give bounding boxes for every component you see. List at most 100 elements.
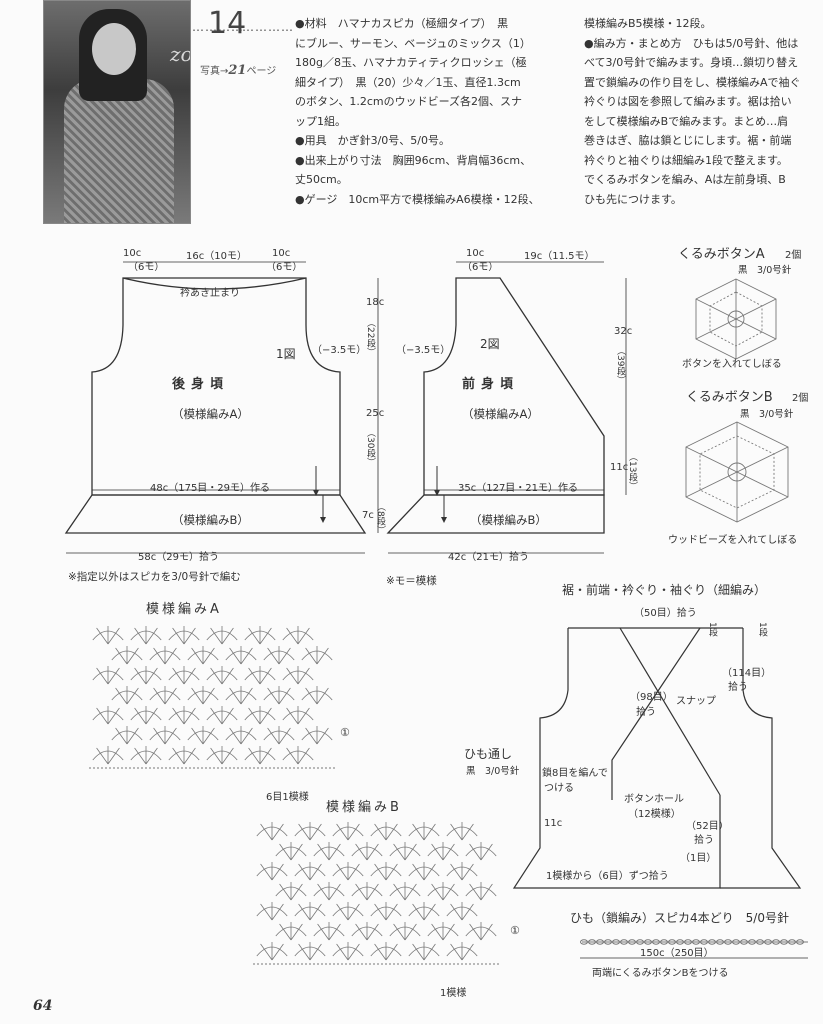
stitch-fan bbox=[282, 626, 314, 645]
button-b-yarn: 黒 3/0号針 bbox=[740, 408, 794, 420]
back-top-left-sub: （6モ） bbox=[128, 261, 164, 273]
chain-stitch bbox=[700, 939, 708, 945]
stitch-fan bbox=[244, 706, 276, 725]
page-number: 64 bbox=[33, 998, 53, 1014]
stitch-fan bbox=[225, 646, 257, 665]
stitch-fan bbox=[446, 862, 478, 881]
back-top-left: 10c bbox=[123, 248, 141, 259]
stitch-fan bbox=[294, 902, 326, 921]
back-neck-note: 衿あき止まり bbox=[180, 286, 240, 299]
stitch-fan bbox=[130, 626, 162, 645]
finish-arm-pick: （114目） bbox=[722, 667, 771, 679]
chain-stitch bbox=[588, 939, 596, 945]
back-h3-sub: （8段） bbox=[375, 502, 386, 535]
finish-arm-pick2: 拾う bbox=[728, 680, 748, 693]
stitch-fan bbox=[408, 942, 440, 961]
stitch-fan bbox=[332, 822, 364, 841]
back-dec: （−3.5モ） bbox=[312, 344, 366, 356]
back-top-right-sub: （6モ） bbox=[266, 261, 302, 273]
stitch-fan bbox=[301, 726, 333, 745]
button-a-title: くるみボタンA bbox=[678, 247, 765, 262]
stitch-fan bbox=[275, 842, 307, 861]
stitch-fan bbox=[351, 882, 383, 901]
stitch-fan bbox=[351, 842, 383, 861]
finish-chain-note2: つける bbox=[544, 782, 574, 794]
chain-stitch bbox=[668, 939, 676, 945]
back-pattern: （模様編みA） bbox=[172, 407, 249, 421]
chain-stitch bbox=[740, 939, 748, 945]
stitch-fan bbox=[313, 922, 345, 941]
pattern-header: ………… bbox=[192, 16, 244, 35]
stitch-fan bbox=[370, 902, 402, 921]
chain-stitch bbox=[732, 939, 740, 945]
stitch-fan bbox=[256, 822, 288, 841]
button-b-chart bbox=[685, 421, 789, 523]
chain-stitch bbox=[652, 939, 660, 945]
back-h3: 7c bbox=[362, 510, 374, 521]
stitch-fan bbox=[244, 666, 276, 685]
stitch-fan bbox=[332, 902, 364, 921]
stitch-fan bbox=[92, 746, 124, 765]
stitch-fan bbox=[370, 942, 402, 961]
stitch-fan bbox=[206, 666, 238, 685]
stitch-fan bbox=[111, 686, 143, 705]
front-top-left-sub: （6モ） bbox=[462, 261, 498, 273]
pattern-a-title: 模様編みA bbox=[146, 601, 222, 617]
back-chain: 48c（175目・29モ）作る bbox=[150, 482, 270, 494]
stitch-fan bbox=[446, 942, 478, 961]
chain-stitch bbox=[644, 939, 652, 945]
dots-left: ………… bbox=[192, 20, 244, 34]
chain-stitch bbox=[612, 939, 620, 945]
stitch-fan bbox=[111, 646, 143, 665]
pattern-a-mark: ① bbox=[340, 726, 350, 739]
stitch-fan bbox=[168, 626, 200, 645]
chain-stitch bbox=[796, 939, 804, 945]
back-title: 後身頃 bbox=[172, 376, 229, 392]
stitch-fan bbox=[408, 902, 440, 921]
note-2: ※モ＝模様 bbox=[386, 574, 437, 587]
finish-chain-note: 鎖8目を編んで bbox=[542, 766, 608, 779]
finish-tie-loop-yarn: 黒 3/0号針 bbox=[466, 765, 520, 777]
finish-hem-pick: 1模様から（6目）ずつ拾う bbox=[546, 869, 669, 882]
finish-one-row-1: 1段 bbox=[707, 622, 718, 638]
button-a-caption: ボタンを入れてしぼる bbox=[682, 358, 782, 370]
finish-diagram bbox=[512, 627, 802, 889]
front-top-left: 10c bbox=[466, 248, 484, 259]
cord-len: 150c（250目） bbox=[640, 947, 714, 959]
stitch-fan bbox=[187, 646, 219, 665]
chain-stitch bbox=[620, 939, 628, 945]
stitch-fan bbox=[313, 882, 345, 901]
stitch-fan bbox=[282, 666, 314, 685]
front-h1: 32c bbox=[614, 326, 632, 337]
stitch-fan bbox=[168, 666, 200, 685]
front-h2-sub: （13段） bbox=[627, 452, 638, 490]
finish-pick52: （52目） bbox=[686, 820, 729, 832]
back-top-mid: 16c（10モ） bbox=[186, 250, 247, 262]
chain-stitch bbox=[684, 939, 692, 945]
stitch-fan bbox=[168, 746, 200, 765]
finish-button-hole2: （12模様） bbox=[628, 807, 681, 820]
note-1: ※指定以外はスピカを3/0号針で編む bbox=[68, 570, 241, 583]
stitch-fan bbox=[282, 706, 314, 725]
stitch-fan bbox=[187, 726, 219, 745]
button-b-caption: ウッドビーズを入れてしぼる bbox=[668, 533, 797, 546]
chain-stitch bbox=[660, 939, 668, 945]
spec-column-1: ●材料 ハマナカスピカ（極細タイプ） 黒にブルー、サーモン、ベージュのミックス（… bbox=[295, 17, 540, 206]
stitch-fan bbox=[168, 706, 200, 725]
front-pattern: （模様編みA） bbox=[462, 407, 539, 421]
stitch-fan bbox=[465, 922, 497, 941]
stitch-fan bbox=[465, 882, 497, 901]
chain-stitch bbox=[636, 939, 644, 945]
chain-stitch bbox=[724, 939, 732, 945]
button-b-title: くるみボタンB bbox=[686, 390, 773, 405]
pattern-b-chart bbox=[253, 822, 500, 965]
back-body-diagram bbox=[64, 261, 379, 554]
stitch-fan bbox=[149, 646, 181, 665]
cord-note: 両端にくるみボタンBをつける bbox=[592, 966, 728, 979]
stitch-fan bbox=[225, 726, 257, 745]
front-h2: 11c bbox=[610, 462, 628, 473]
stitch-fan bbox=[187, 686, 219, 705]
stitch-fan bbox=[294, 862, 326, 881]
finish-one: （1目） bbox=[680, 852, 716, 864]
stitch-fan bbox=[130, 746, 162, 765]
